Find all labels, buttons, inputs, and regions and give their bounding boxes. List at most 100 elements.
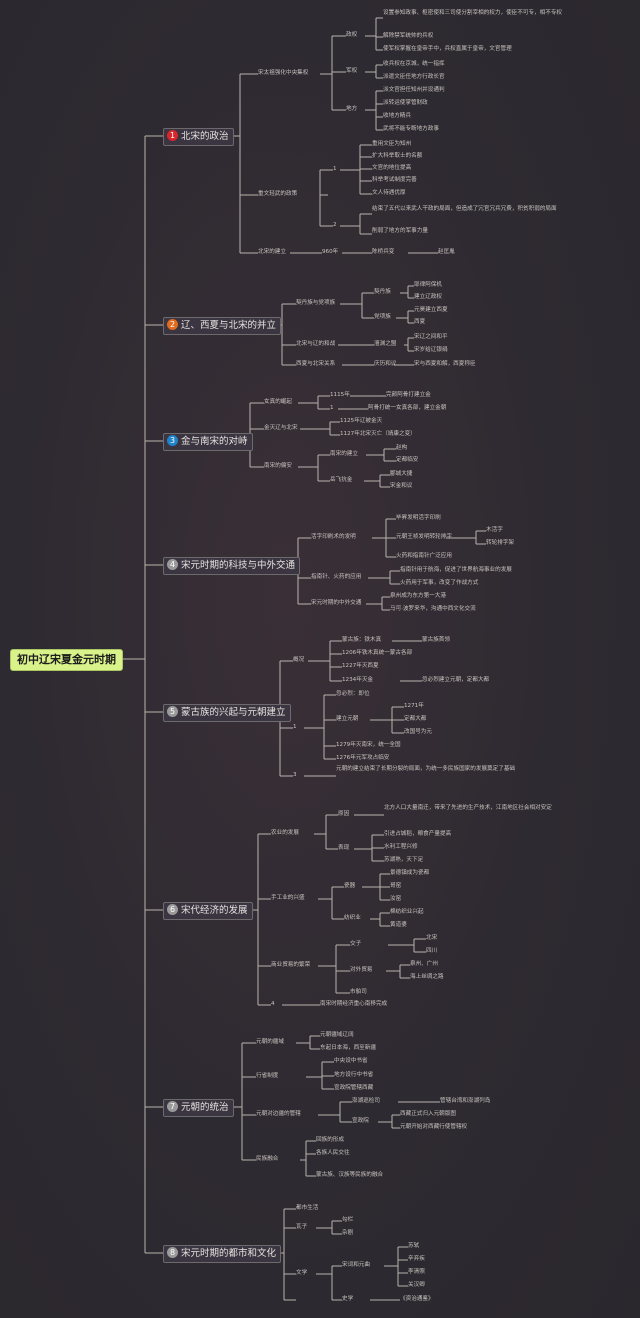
node-t3-a3[interactable]: 1	[330, 405, 334, 411]
node-t5-b2_3[interactable]: 改国号为元	[404, 729, 432, 735]
node-t4-c2[interactable]: 马可·波罗来华，沟通中西文化交流	[390, 606, 476, 612]
node-t3-a2[interactable]: 完颜阿骨打建立金	[386, 392, 431, 398]
node-t7-d2[interactable]: 各族人民交往	[316, 1150, 350, 1156]
node-t4-a2[interactable]: 元朝王祯发明转轮排字	[396, 534, 452, 540]
node-t7-b[interactable]: 行省制度	[256, 1073, 279, 1079]
node-t2-b1[interactable]: 澶渊之盟	[374, 341, 397, 347]
node-t8-c[interactable]: 文学	[296, 1270, 308, 1276]
node-t7-d3[interactable]: 蒙古族、汉族等民族的融合	[316, 1172, 384, 1178]
node-t5-a[interactable]: 概况	[293, 657, 305, 663]
node-t2-b1_1[interactable]: 宋辽之间和平	[414, 334, 448, 340]
node-t6-b1_2[interactable]: 哥窑	[390, 883, 402, 889]
node-t1-a1_3[interactable]: 使军权掌握在皇帝手中，兵权直属于皇帝，文官管理	[383, 46, 512, 52]
node-t2-c[interactable]: 西夏与北宋关系	[296, 361, 336, 367]
node-t3-c2_1[interactable]: 郾城大捷	[390, 471, 413, 477]
node-t7-a2[interactable]: 东起日本海，西至新疆	[320, 1045, 376, 1051]
node-t7-d[interactable]: 民族融合	[256, 1156, 279, 1162]
node-t4-a3[interactable]: 火药和指南针广泛应用	[396, 553, 452, 559]
node-t3-c[interactable]: 南宋的偏安	[264, 463, 292, 469]
node-t6-b1_3[interactable]: 汝窑	[390, 896, 402, 902]
node-t5-b4[interactable]: 1276年元军攻占临安	[336, 755, 390, 761]
node-t4-c[interactable]: 宋元时期的中外交通	[311, 600, 362, 606]
node-t3-c1[interactable]: 南宋的建立	[330, 451, 358, 457]
node-t6-c2_2[interactable]: 海上丝绸之路	[410, 974, 444, 980]
node-t8-d[interactable]: 史学	[342, 1296, 354, 1302]
node-t7-c[interactable]: 元朝对边疆的管辖	[256, 1111, 301, 1117]
node-t6-a2_1[interactable]: 引进占城稻，粮食产量提高	[384, 831, 452, 837]
node-t3-a[interactable]: 女真的崛起	[264, 399, 292, 405]
node-t7-a1[interactable]: 元朝疆域辽阔	[320, 1032, 354, 1038]
node-t6-a2[interactable]: 表现	[338, 845, 350, 851]
node-t2-b[interactable]: 北宋与辽的和战	[296, 341, 336, 347]
node-t3-b2[interactable]: 1127年北宋灭亡（靖康之变）	[340, 431, 416, 437]
node-t1-c2[interactable]: 陈桥兵变	[372, 249, 395, 255]
node-t1-b1_1[interactable]: 重用文臣为知州	[372, 141, 412, 147]
node-t6-a1[interactable]: 原因	[338, 811, 350, 817]
node-t6-d1[interactable]: 南宋时期经济重心南移完成	[320, 1001, 388, 1007]
node-t5-b3[interactable]: 1279年灭南宋，统一全国	[336, 742, 401, 748]
node-t1-a1_2[interactable]: 解除禁军统帅的兵权	[383, 33, 434, 39]
node-t1-a2[interactable]: 军权	[346, 68, 358, 74]
node-t7-c1_1[interactable]: 管辖台湾和澎湖列岛	[440, 1098, 491, 1104]
node-t7-c2[interactable]: 宣政院	[352, 1118, 369, 1124]
node-t1-a1_1[interactable]: 设置参知政事、枢密使和三司使分割宰相的权力，使臣不可专，相不专权	[383, 10, 563, 16]
node-t1-b2_2[interactable]: 削弱了地方的军事力量	[372, 228, 428, 234]
node-t7-b2[interactable]: 地方设行中书省	[334, 1072, 374, 1078]
node-t2-a1[interactable]: 契丹族	[374, 289, 391, 295]
node-t3-c2[interactable]: 岳飞抗金	[330, 477, 353, 483]
node-t8-c1_2[interactable]: 辛弃疾	[408, 1256, 425, 1262]
node-t6-b[interactable]: 手工业的兴盛	[271, 895, 305, 901]
node-t5-b1[interactable]: 忽必烈：即位	[336, 691, 370, 697]
root-node[interactable]: 初中辽宋夏金元时期	[10, 649, 123, 671]
node-t6-a2_3[interactable]: 苏湖熟，天下足	[384, 857, 424, 863]
node-t4-c1[interactable]: 泉州成为东方第一大港	[390, 593, 446, 599]
node-t6-c3[interactable]: 市舶司	[350, 989, 367, 995]
node-t4-b1[interactable]: 指南针用于航海，促进了世界航海事业的发展	[400, 567, 512, 573]
node-t7-d1[interactable]: 回族的形成	[316, 1137, 344, 1143]
node-t6-b2_2[interactable]: 黄道婆	[390, 922, 407, 928]
node-t6-c2[interactable]: 对外贸易	[350, 967, 373, 973]
node-t1-a2_1[interactable]: 收兵权在京城，统一指挥	[383, 61, 445, 67]
node-t7-c2_1[interactable]: 西藏正式归入元朝版图	[400, 1111, 456, 1117]
node-t8-a[interactable]: 都市生活	[296, 1205, 319, 1211]
node-t7-c1[interactable]: 澎湖巡检司	[352, 1098, 380, 1104]
node-t4-b[interactable]: 指南针、火药的应用	[311, 574, 362, 580]
node-t2-a2_2[interactable]: 西夏	[414, 319, 426, 325]
node-t2-a1_1[interactable]: 耶律阿保机	[414, 282, 442, 288]
node-t1-a[interactable]: 宋太祖强化中央集权	[258, 70, 309, 76]
node-t5-b2_2[interactable]: 定都大都	[404, 716, 427, 722]
node-t2-b1_2[interactable]: 宋岁给辽银绢	[414, 347, 448, 353]
node-t2-a2[interactable]: 党项族	[374, 314, 391, 320]
node-t6-c2_1[interactable]: 泉州、广州	[410, 961, 438, 967]
node-t5-a3[interactable]: 1227年灭西夏	[342, 663, 379, 669]
node-t2-c1[interactable]: 庆历和议	[374, 361, 397, 367]
node-t1-b1_4[interactable]: 科举考试制度完善	[372, 177, 417, 183]
node-t2-a2_1[interactable]: 元昊建立西夏	[414, 307, 448, 313]
node-t2-c2[interactable]: 宋与西夏和解，西夏称臣	[414, 361, 476, 367]
node-t1-a3_3[interactable]: 收地方精兵	[383, 113, 411, 119]
node-t7-a[interactable]: 元朝的疆域	[256, 1039, 284, 1045]
node-t8-d1[interactable]: 《资治通鉴》	[400, 1296, 434, 1302]
node-t3-c1_2[interactable]: 定都临安	[396, 457, 419, 463]
node-t1-b1_2[interactable]: 扩大科举取士的名额	[372, 153, 423, 159]
node-t8-b2[interactable]: 杂剧	[342, 1230, 354, 1236]
node-t1-b2[interactable]: 2	[333, 222, 337, 228]
node-t1-b1[interactable]: 1	[333, 166, 337, 172]
node-t5-a4[interactable]: 1234年灭金	[342, 677, 374, 683]
node-t3-c1_1[interactable]: 赵构	[396, 445, 408, 451]
node-t1-a3_2[interactable]: 派转运使掌管财政	[383, 100, 428, 106]
node-t6-c1_2[interactable]: 四川	[426, 948, 438, 954]
node-t1-a2_2[interactable]: 派遣文臣任地方行政长官	[383, 74, 445, 80]
node-t6-a2_2[interactable]: 水利工程兴修	[384, 844, 418, 850]
node-t5-a1_1[interactable]: 蒙古族首领	[422, 637, 450, 643]
node-t4-a[interactable]: 活字印刷术的发明	[311, 534, 356, 540]
node-t5-a4_1[interactable]: 忽必烈建立元朝，定都大都	[422, 677, 490, 683]
node-t1-a3_1[interactable]: 派文官担任知州并设通判	[383, 87, 445, 93]
node-t1-a3[interactable]: 地方	[346, 106, 358, 112]
node-t1-c1[interactable]: 960年	[322, 249, 339, 255]
node-t4-a1[interactable]: 毕昇发明活字印刷	[396, 515, 441, 521]
